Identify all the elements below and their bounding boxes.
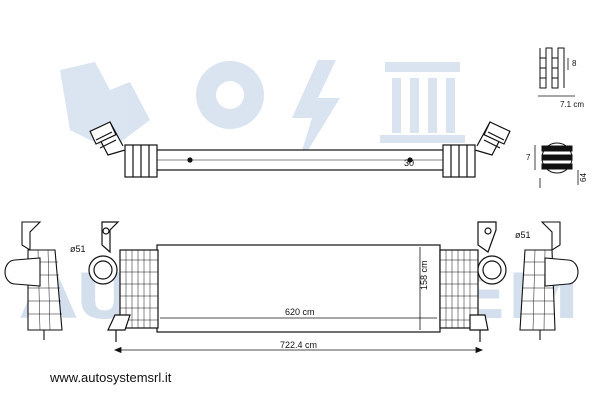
top-view-30-label: 30 (404, 158, 414, 168)
fin-depth-label: 7.1 cm (560, 100, 584, 109)
dimension-lines (113, 247, 484, 354)
diam-right-label: ø51 (515, 230, 531, 240)
side-view-left (4, 221, 63, 340)
fin-pitch-label: 8 (572, 59, 577, 68)
height-label: 158 cm (419, 260, 429, 290)
side-view-right (519, 221, 579, 340)
overall-length-label: 722.4 cm (280, 340, 317, 350)
diam-left-label: ø51 (70, 244, 86, 254)
watermark-graphics (60, 60, 465, 170)
fin-profile-detail (538, 47, 575, 97)
front-view (88, 221, 507, 342)
core-width-label: 620 cm (285, 307, 315, 317)
website-url[interactable]: www.autosystemsrl.it (50, 370, 172, 385)
tube-width-label: 64 (579, 173, 588, 182)
tube-section-detail (534, 142, 579, 188)
top-view (89, 121, 511, 178)
tube-height-label: 7 (526, 153, 531, 162)
